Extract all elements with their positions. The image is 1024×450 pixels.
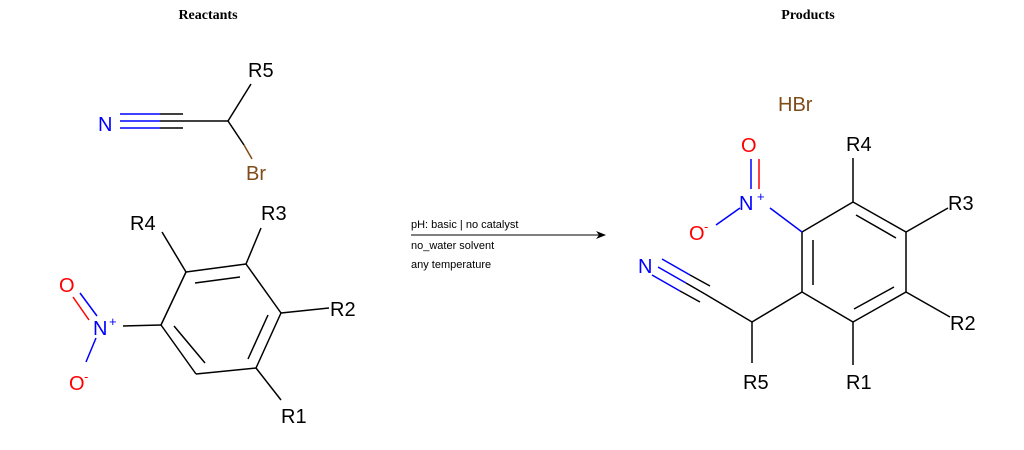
- product-o-charge: -: [704, 219, 708, 234]
- product-r2-label: R2: [950, 313, 976, 335]
- reactant2-r2-label: R2: [330, 299, 356, 321]
- reactant1-br-label: Br: [246, 163, 266, 185]
- reactant2-o-label: O: [59, 275, 75, 297]
- product-hbr-label: HBr: [778, 94, 813, 116]
- reactant2-o-charge: -: [84, 369, 88, 384]
- product-r1-label: R1: [846, 372, 872, 394]
- product-r3-label: R3: [948, 193, 974, 215]
- condition-temperature: any temperature: [411, 259, 492, 271]
- product-nitro-charge: +: [757, 189, 765, 204]
- reactant1-r5-label: R5: [248, 60, 274, 82]
- condition-solvent: no_water solvent: [411, 240, 495, 252]
- products-heading: Products: [781, 8, 835, 23]
- reactant2-nitro-charge: +: [109, 314, 117, 329]
- product-o-minus-label: O: [689, 223, 705, 245]
- reactant-bromoacetonitrile: [120, 83, 253, 160]
- reactant2-o-minus-label: O: [69, 373, 85, 395]
- reactant2-nitro-n-label: N: [93, 318, 107, 340]
- product-o-label: O: [741, 135, 757, 157]
- product-arylacetonitrile: [651, 158, 951, 365]
- condition-ph-catalyst: pH: basic | no catalyst: [411, 219, 519, 231]
- reactant2-r3-label: R3: [261, 203, 287, 225]
- product-nitro-n-label: N: [739, 193, 753, 215]
- product-r5-label: R5: [743, 372, 769, 394]
- reactants-heading: Reactants: [178, 8, 238, 23]
- reactant-nitrobenzene: [72, 227, 330, 401]
- product-r4-label: R4: [846, 134, 872, 156]
- product-nitrile-n-label: N: [638, 256, 652, 278]
- reactant2-r4-label: R4: [130, 213, 156, 235]
- reactant1-n-label: N: [98, 114, 112, 136]
- reactant2-r1-label: R1: [281, 406, 307, 428]
